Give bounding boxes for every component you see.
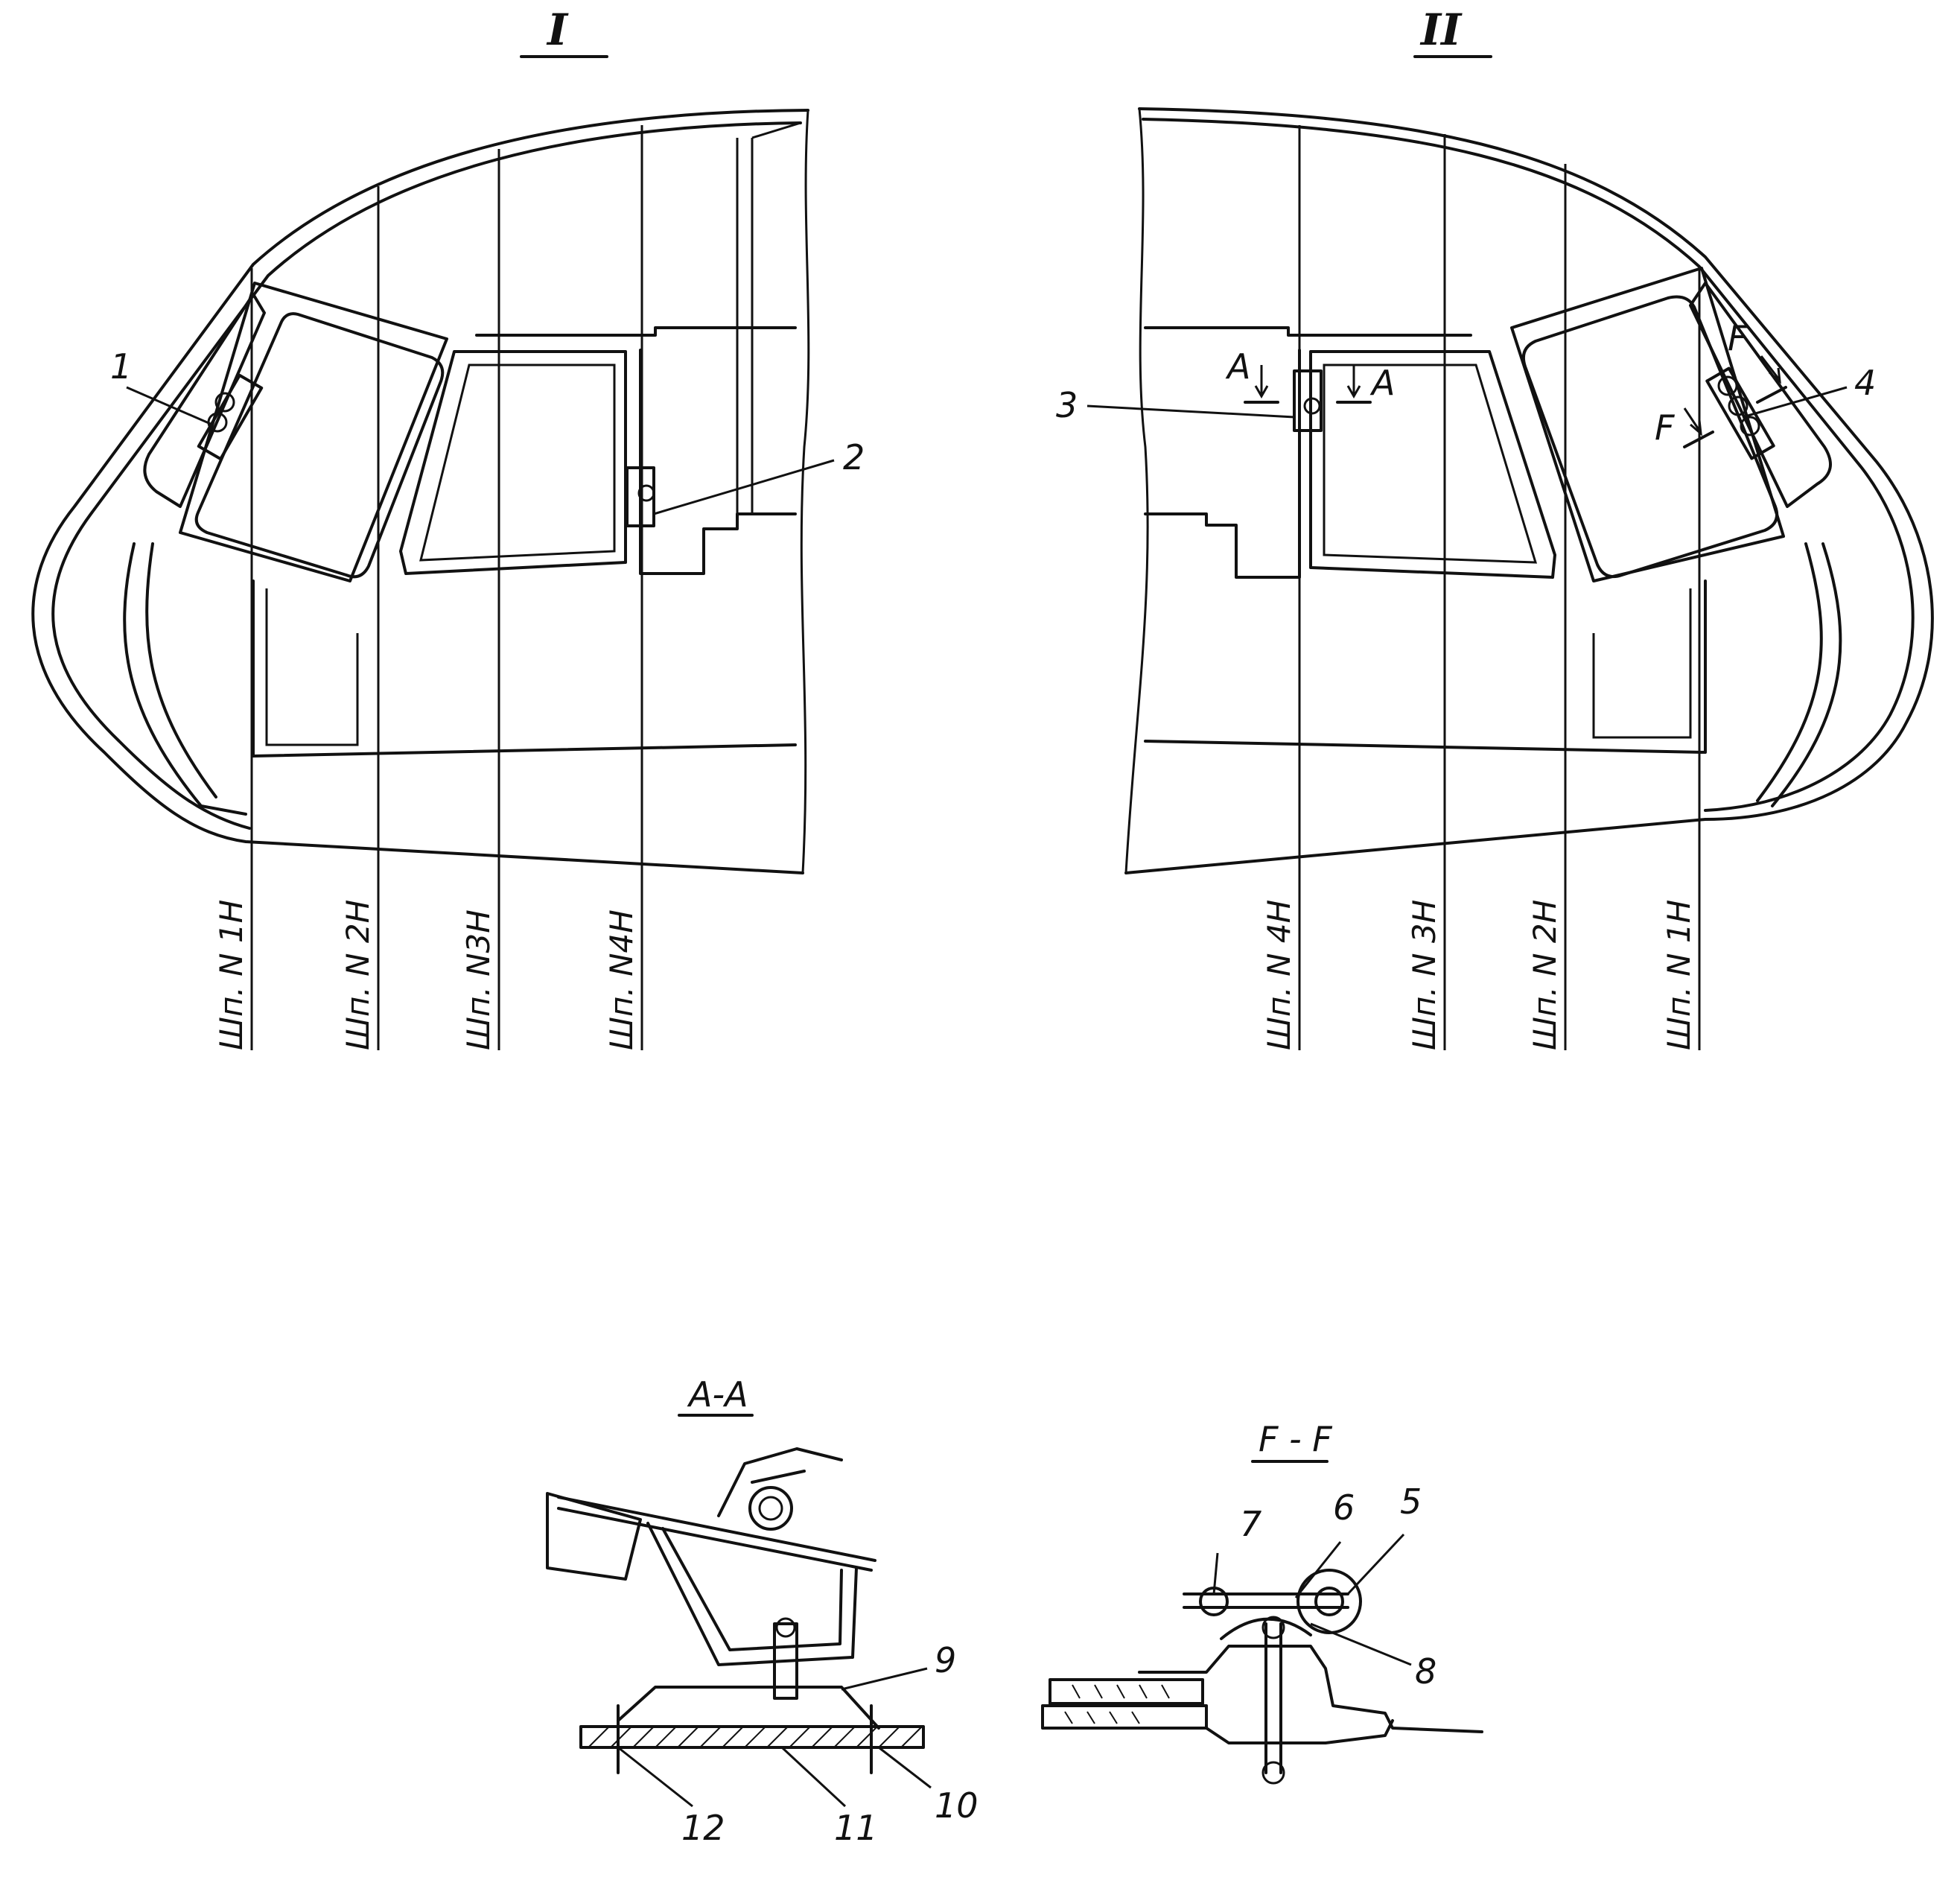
view-i-frame-label-3: Шп. N3Н: [460, 909, 497, 1050]
section-aa-callout-10: 10: [935, 1785, 979, 1826]
section-aa-upper-plate: [557, 1496, 876, 1572]
view-ii-break-line: [1124, 108, 1149, 874]
section-aa-leader-10: [878, 1746, 932, 1789]
section-aa-cover: [617, 1686, 880, 1730]
section-aa-bracket-inner: [661, 1527, 843, 1651]
view-i-lower-panel: [123, 542, 247, 816]
section-ff-callout-7: 7: [1240, 1504, 1261, 1544]
section-aa-bracket: [646, 1522, 858, 1666]
view-i-title: I: [546, 4, 569, 55]
view-ii-section-f-bottom: F: [1655, 407, 1675, 448]
section-aa-base: [579, 1725, 925, 1749]
section-aa: А-А 9 10 11 12: [546, 1374, 979, 1848]
section-aa-title: А-А: [687, 1374, 748, 1414]
view-i-lock-2: [626, 466, 655, 527]
view-i-top-strip: [751, 121, 801, 139]
section-aa-pivot: [748, 1486, 793, 1531]
section-ff-leader-5: [1346, 1533, 1405, 1595]
view-ii-frame-label-3: Шп. N 2Н: [1527, 900, 1563, 1050]
section-ff-callout-5: 5: [1400, 1482, 1422, 1522]
view-ii-side-window-frame-inner: [1323, 363, 1538, 564]
view-i-callout-2: 2: [843, 437, 865, 477]
view-ii-section-mark-f: F F: [1655, 318, 1787, 448]
section-aa-leader-9: [841, 1667, 928, 1691]
view-i-side-window: [475, 326, 797, 337]
view-i-callout-1: 1: [110, 346, 132, 387]
view-i-front-window-inner: [194, 312, 445, 579]
view-ii-leader-3: [1086, 404, 1295, 419]
section-aa-block: [546, 1492, 642, 1581]
section-aa-callout-9: 9: [935, 1640, 956, 1680]
view-ii-frame-label-2: Шп. N 3Н: [1406, 900, 1442, 1050]
view-ii-section-a-left: A: [1225, 346, 1250, 387]
view-ii-side-window: [1144, 326, 1472, 337]
view-ii-lock-3: [1293, 369, 1323, 432]
view-ii-frame-label-1: Шп. N 4Н: [1261, 900, 1297, 1050]
view-ii-lower-box: [1144, 579, 1707, 754]
view-ii-side-window-frame: [1309, 350, 1556, 579]
view-ii-nose-window: [1689, 282, 1832, 508]
view-i-side-window-frame: [399, 350, 627, 575]
section-ff-rivet-right: [1314, 1587, 1344, 1616]
view-ii-outer-contour: [1124, 107, 1934, 874]
view-ii-step: [1144, 349, 1301, 579]
section-aa-leader-12: [617, 1746, 693, 1808]
view-i-leader-1: [126, 386, 213, 426]
section-ff-leader-8: [1310, 1622, 1412, 1666]
view-i: I Шп. N 1Н Шп. N 2Н Шп. N3Н: [31, 4, 865, 1050]
view-i-frame-label-2: Шп. N 2Н: [340, 900, 376, 1050]
view-i-lower-box: [252, 579, 797, 758]
section-ff-callout-6: 6: [1333, 1487, 1355, 1528]
view-ii-lower-panel-2: [1756, 542, 1823, 802]
section-aa-callout-11: 11: [834, 1808, 878, 1848]
view-i-step: [639, 349, 797, 575]
view-i-lower-panel-2: [145, 542, 217, 798]
view-ii-lower-panel: [1771, 542, 1842, 807]
section-ff-leader-7: [1212, 1552, 1219, 1595]
view-ii-callout-3: 3: [1056, 385, 1078, 425]
view-i-outer-contour: [31, 109, 809, 874]
view-ii-section-a-right: A: [1369, 363, 1395, 403]
view-i-side-window-frame-inner: [419, 363, 616, 562]
section-aa-bolt: [773, 1622, 798, 1700]
section-ff: F - F 7 6 5 8: [1041, 1419, 1483, 1785]
view-ii-lower-box-inner: [1592, 588, 1692, 739]
section-aa-latch: [717, 1447, 843, 1517]
section-aa-leader-11: [780, 1746, 847, 1808]
view-ii-leader-4: [1742, 386, 1848, 419]
view-i-inner-contour: [51, 121, 802, 830]
section-ff-leader-6: [1294, 1541, 1342, 1598]
view-ii-front-window: [1510, 267, 1785, 582]
section-ff-glass-marks: [1064, 1684, 1170, 1724]
view-i-frame-label-1: Шп. N 1Н: [213, 900, 249, 1050]
view-ii-front-window-inner: [1521, 295, 1779, 579]
view-ii-frame-label-4: Шп. N 1Н: [1661, 900, 1697, 1050]
section-ff-hinge-plate: [1183, 1593, 1349, 1609]
section-ff-hinge-knuckle: [1296, 1569, 1362, 1634]
view-ii: II Шп. N 4Н Шп. N 3Н Шп. N 2Н Шп. N 1Н: [1056, 4, 1934, 1050]
view-i-break-line: [800, 109, 810, 874]
view-ii-title: II: [1419, 4, 1463, 55]
view-i-nose-window: [143, 293, 266, 508]
view-i-frame-label-4: Шп. N4Н: [603, 909, 640, 1050]
view-ii-section-mark-a: A A: [1225, 346, 1395, 404]
view-ii-section-f-top: F: [1728, 318, 1748, 358]
section-ff-glass-lower: [1041, 1704, 1208, 1730]
section-aa-callout-12: 12: [681, 1808, 725, 1848]
section-ff-callout-8: 8: [1415, 1651, 1436, 1692]
view-ii-callout-4: 4: [1854, 363, 1876, 403]
section-ff-profile-lower: [1205, 1719, 1394, 1744]
section-aa-hatch: [588, 1726, 923, 1748]
section-ff-glass-upper: [1049, 1678, 1204, 1705]
view-i-leader-2: [653, 459, 835, 515]
view-i-lower-box-inner: [265, 588, 359, 746]
view-ii-lock-4: [1705, 366, 1775, 460]
view-ii-inner-contour: [1142, 118, 1915, 812]
section-ff-title: F - F: [1259, 1419, 1332, 1459]
